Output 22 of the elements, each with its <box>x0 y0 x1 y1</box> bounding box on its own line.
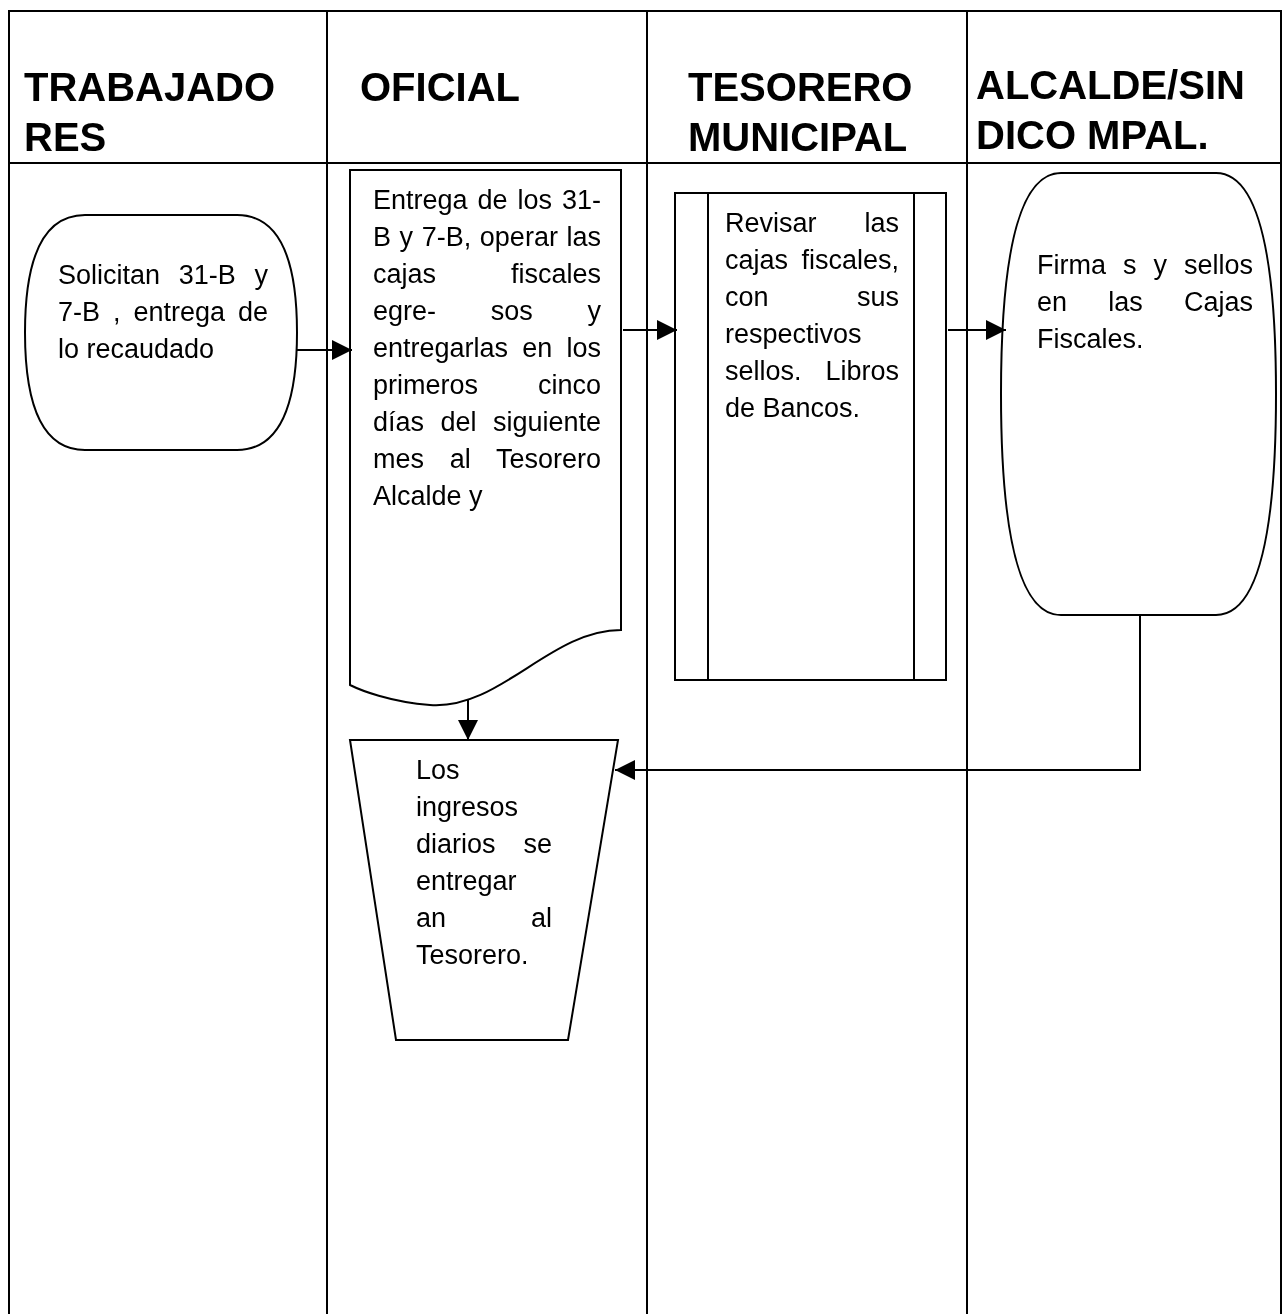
lane-header: TESORERO MUNICIPAL <box>688 64 914 161</box>
step-text: Firma s y sellos en las Cajas Fiscales. <box>1037 249 1253 356</box>
swimlane <box>648 10 968 1314</box>
arrow <box>614 614 1141 780</box>
arrow <box>947 320 1007 340</box>
swimlane <box>328 10 648 1314</box>
terminal-shape <box>25 215 297 450</box>
step-text: Los ingresos diarios se entregar an al Tesorero. <box>416 754 552 972</box>
arrow <box>296 340 353 360</box>
lane-header: TRABAJADO RES <box>24 64 277 161</box>
arrow <box>622 320 678 340</box>
predefined-process-box <box>675 193 946 680</box>
lane-header: OFICIAL <box>360 64 521 111</box>
swimlane <box>8 10 328 1314</box>
step-text: Entrega de los 31-B y 7-B, operar las cajas fiscales egre- sos y entregarlas en los primeros cinco días del siguiente mes al Tesorero Alcalde y <box>373 184 601 513</box>
manual-operation-shape <box>350 740 618 1040</box>
lane-header: ALCALDE/SIN DICO MPAL. <box>976 62 1246 159</box>
step-text: Solicitan 31-B y 7-B , entrega de lo recaudado <box>58 259 268 366</box>
step-text: Revisar las cajas fiscales, con sus respectivos sellos. Libros de Bancos. <box>725 207 899 425</box>
arrow <box>458 698 478 741</box>
rounded-process-shape <box>1001 173 1276 615</box>
swimlane <box>968 10 1282 1314</box>
